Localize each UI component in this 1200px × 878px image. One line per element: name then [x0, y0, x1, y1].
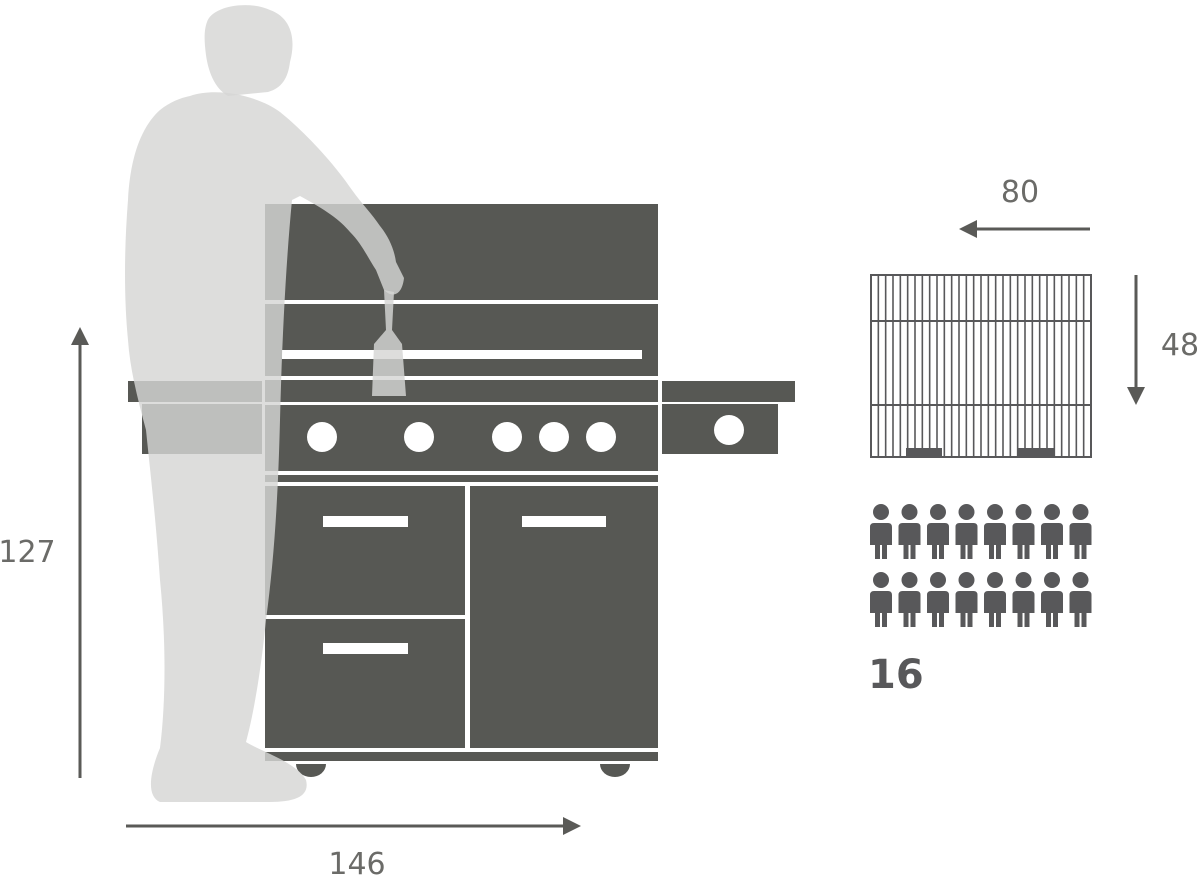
knob-icon: [307, 422, 337, 452]
silhouette-body: [125, 92, 404, 802]
person-icon: [870, 504, 892, 559]
height-label: 127: [0, 535, 56, 570]
person-silhouette: [125, 5, 406, 802]
person-icon: [955, 504, 978, 559]
lower-drawer: [265, 619, 465, 748]
cabinet-trim: [265, 475, 658, 482]
person-icon: [898, 504, 921, 559]
right-wheel: [600, 764, 630, 777]
grill: [128, 204, 795, 777]
right-side-shelf: [662, 381, 795, 402]
cooking-grate: [870, 274, 1092, 458]
person-icon: [1041, 504, 1063, 559]
person-icon: [927, 504, 949, 559]
cabinet-door-handle: [522, 516, 606, 527]
grill-lid: [265, 204, 658, 300]
grate-foot: [906, 448, 942, 456]
upper-drawer-handle: [323, 516, 408, 527]
people-count-label: 16: [868, 652, 924, 698]
person-icon: [984, 572, 1006, 627]
person-icon: [1012, 504, 1035, 559]
knob-icon: [539, 422, 569, 452]
lower-drawer-handle: [323, 643, 408, 654]
side-burner-knob-icon: [714, 415, 744, 445]
grill-handle: [282, 350, 642, 359]
knob-icon: [586, 422, 616, 452]
person-icon: [1041, 572, 1063, 627]
grate-width-label: 80: [1001, 175, 1039, 210]
person-icon: [1069, 504, 1092, 559]
control-knobs: [307, 415, 744, 452]
cabinet-door: [470, 486, 658, 748]
upper-drawer: [265, 486, 465, 615]
grill-top-rim: [265, 380, 658, 402]
cabinet-base: [265, 752, 658, 761]
grill-lid-front: [265, 304, 658, 376]
person-icon: [927, 572, 949, 627]
spatula-icon: [372, 290, 406, 396]
person-icon: [1012, 572, 1035, 627]
width-label: 146: [328, 847, 385, 878]
knob-icon: [404, 422, 434, 452]
person-icon: [984, 504, 1006, 559]
person-icon: [870, 572, 892, 627]
person-icon: [1069, 572, 1092, 627]
silhouette-head: [204, 5, 293, 96]
knob-icon: [492, 422, 522, 452]
people-capacity-icons: [870, 504, 1092, 627]
left-wheel: [296, 764, 326, 777]
person-icon: [898, 572, 921, 627]
person-icon: [955, 572, 978, 627]
grate-foot: [1018, 448, 1054, 456]
grate-depth-label: 48: [1161, 328, 1199, 363]
